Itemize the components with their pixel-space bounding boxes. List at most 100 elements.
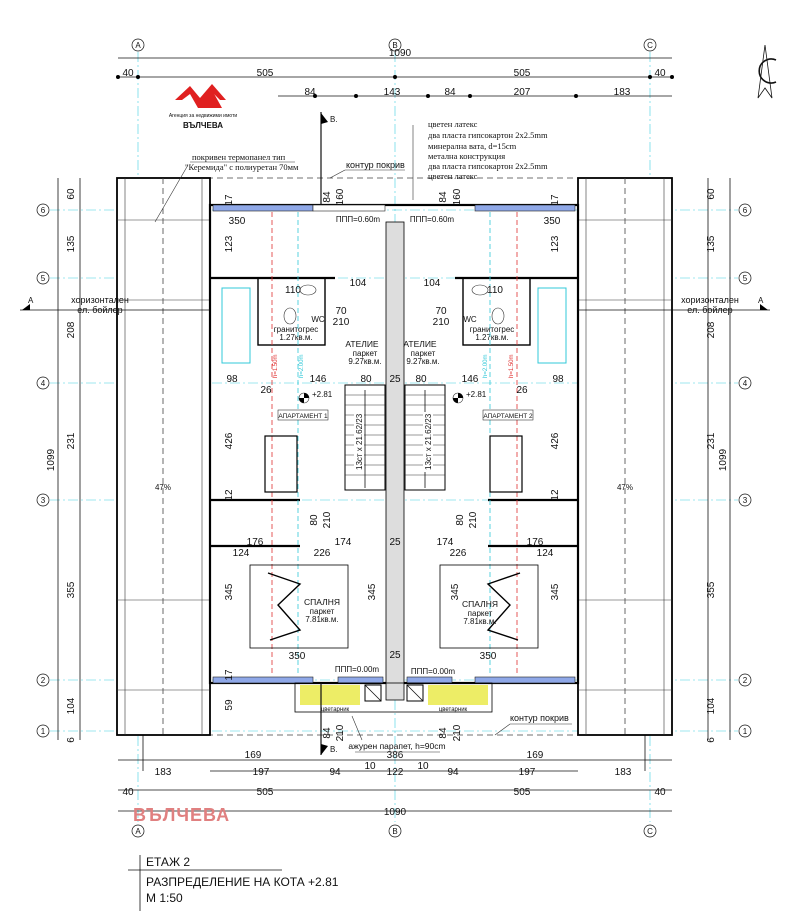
dimension-label: 1.27кв.м. — [279, 333, 312, 342]
dimension-label: 160 — [452, 188, 463, 205]
dimension-label: 350 — [289, 651, 306, 662]
dimension-label: 345 — [224, 583, 235, 600]
dimension-label: 176 — [527, 537, 544, 548]
axis-label: 5 — [743, 274, 748, 283]
north-arrow-icon — [757, 44, 777, 99]
dimension-label: h=2.00m — [483, 354, 489, 378]
dimension-label: h=2.00m — [299, 354, 305, 378]
dimension-label: 1099 — [718, 448, 729, 471]
dimension-label: 10 — [364, 761, 376, 772]
roof-contour-label: контур покрив — [346, 160, 405, 170]
sill-height-left: ППП=0.00m — [335, 665, 379, 674]
roof-panel-note: покривен термопанел тип "Керемида" с пол… — [154, 152, 299, 223]
dimension-label: 26 — [516, 385, 528, 396]
dimension-label: "Керемида" с полиуретан 70мм — [185, 162, 299, 172]
dimension-label: 124 — [537, 548, 554, 559]
dimension-label: 350 — [480, 651, 497, 662]
dimension-label: 345 — [450, 583, 461, 600]
dimension-label: 210 — [322, 511, 333, 528]
dimension-label: 505 — [257, 787, 274, 798]
bottom-dimensions: 169 386 169 183 197 94 10 122 10 94 197 … — [118, 735, 672, 818]
dimension-label: 70 — [335, 306, 347, 317]
balcony-planter: цветарник цветарник — [294, 682, 493, 713]
radiator-right — [489, 435, 523, 493]
dimension-label: 104 — [66, 697, 77, 714]
dimension-label: 110 — [487, 285, 503, 296]
wall-layers-note: цветен латекс два пласта гипсокартон 2x2… — [412, 119, 548, 200]
roof-panel-left: 47% — [116, 177, 211, 736]
dimension-label: 197 — [519, 767, 536, 778]
dimension-label: 60 — [706, 188, 717, 200]
axis-label: C — [647, 827, 653, 836]
dimension-label: СПАЛНЯ — [304, 597, 340, 607]
room-bedroom-right: СПАЛНЯ паркет 7.81кв.м. — [439, 564, 539, 649]
dimension-label: цветарник — [321, 707, 350, 713]
interior-dimensions: 350 350 123 123 104 104 110 110 70 70 21… — [224, 188, 564, 741]
dimension-label: +2.81 — [312, 390, 333, 399]
dimension-label: 160 — [335, 188, 346, 205]
dimension-label: 26 — [260, 385, 272, 396]
dimension-label: 183 — [615, 767, 632, 778]
dimension-label: 1090 — [389, 48, 412, 59]
dimension-label: 183 — [155, 767, 172, 778]
dimension-label: 17 — [550, 194, 561, 206]
dimension-label: 80 — [309, 514, 320, 526]
axis-label: 4 — [743, 379, 748, 388]
dimension-label: цветарник — [439, 707, 468, 713]
watermark: ВЪЛЧЕВА — [133, 805, 230, 825]
dimension-label: 355 — [706, 581, 717, 598]
axis-label: B — [392, 827, 397, 836]
dimension-label: 104 — [424, 278, 441, 289]
sill-height-right: ППП=0.00m — [411, 667, 455, 676]
axis-label: 3 — [41, 496, 46, 505]
dimension-label: 210 — [335, 724, 346, 741]
dimension-label: 122 — [387, 767, 404, 778]
dimension-label: 355 — [66, 581, 77, 598]
dimension-label: WC — [311, 315, 325, 324]
agency-logo: Агенция за недвижими имоти ВЪЛЧЕВА — [169, 84, 237, 130]
dimension-label: 345 — [367, 583, 378, 600]
party-wall — [385, 221, 405, 701]
axis-label: B — [392, 41, 397, 50]
dimension-label: WC — [463, 315, 477, 324]
dimension-label: 386 — [387, 750, 404, 761]
dimension-label: 174 — [335, 537, 352, 548]
wc-right: WC гранитогрес 1.27кв.м. — [462, 277, 567, 364]
dimension-label: В. — [330, 115, 338, 124]
dimension-label: 10 — [417, 761, 429, 772]
dimension-label: 176 — [247, 537, 264, 548]
dimension-label: 17 — [224, 194, 235, 206]
wc-left: WC гранитогрес 1.27кв.м. — [221, 277, 326, 364]
dimension-label: 135 — [66, 235, 77, 252]
dimension-label: АТЕЛИЕ — [403, 339, 437, 349]
dimension-label: 231 — [706, 432, 717, 449]
dimension-label: 426 — [550, 432, 561, 449]
dimension-label: А — [28, 296, 34, 305]
dimension-label: хоризонтален — [681, 295, 739, 305]
dimension-label: 231 — [66, 432, 77, 449]
dimension-label: 210 — [333, 317, 350, 328]
axis-label: 6 — [41, 206, 46, 215]
apartment-1-label: АПАРТАМЕНТ 1 — [278, 413, 328, 420]
dimension-label: 1099 — [46, 448, 57, 471]
dimension-label: АТЕЛИЕ — [345, 339, 379, 349]
dimension-label: 350 — [544, 216, 561, 227]
axis-label: C — [647, 41, 653, 50]
dimension-label: 84 — [322, 191, 333, 203]
dimension-label: 98 — [552, 374, 564, 385]
dimension-label: 174 — [437, 537, 454, 548]
level-marker-left: +2.81 — [298, 390, 333, 404]
section-line-b: В. В. — [320, 112, 338, 755]
radiator-left — [264, 435, 298, 493]
dimension-label: 135 — [706, 235, 717, 252]
dimension-label: 146 — [310, 374, 327, 385]
dimension-label: 146 — [462, 374, 479, 385]
dimension-label: цветен латекс — [428, 171, 478, 181]
dimension-label: 59 — [224, 699, 235, 711]
dimension-label: 169 — [527, 750, 544, 761]
dimension-label: 17 — [224, 669, 235, 681]
dimension-label: 25 — [389, 650, 401, 661]
dimension-label: А — [758, 296, 764, 305]
dimension-label: 13ст x 21.62/23 — [355, 413, 364, 470]
